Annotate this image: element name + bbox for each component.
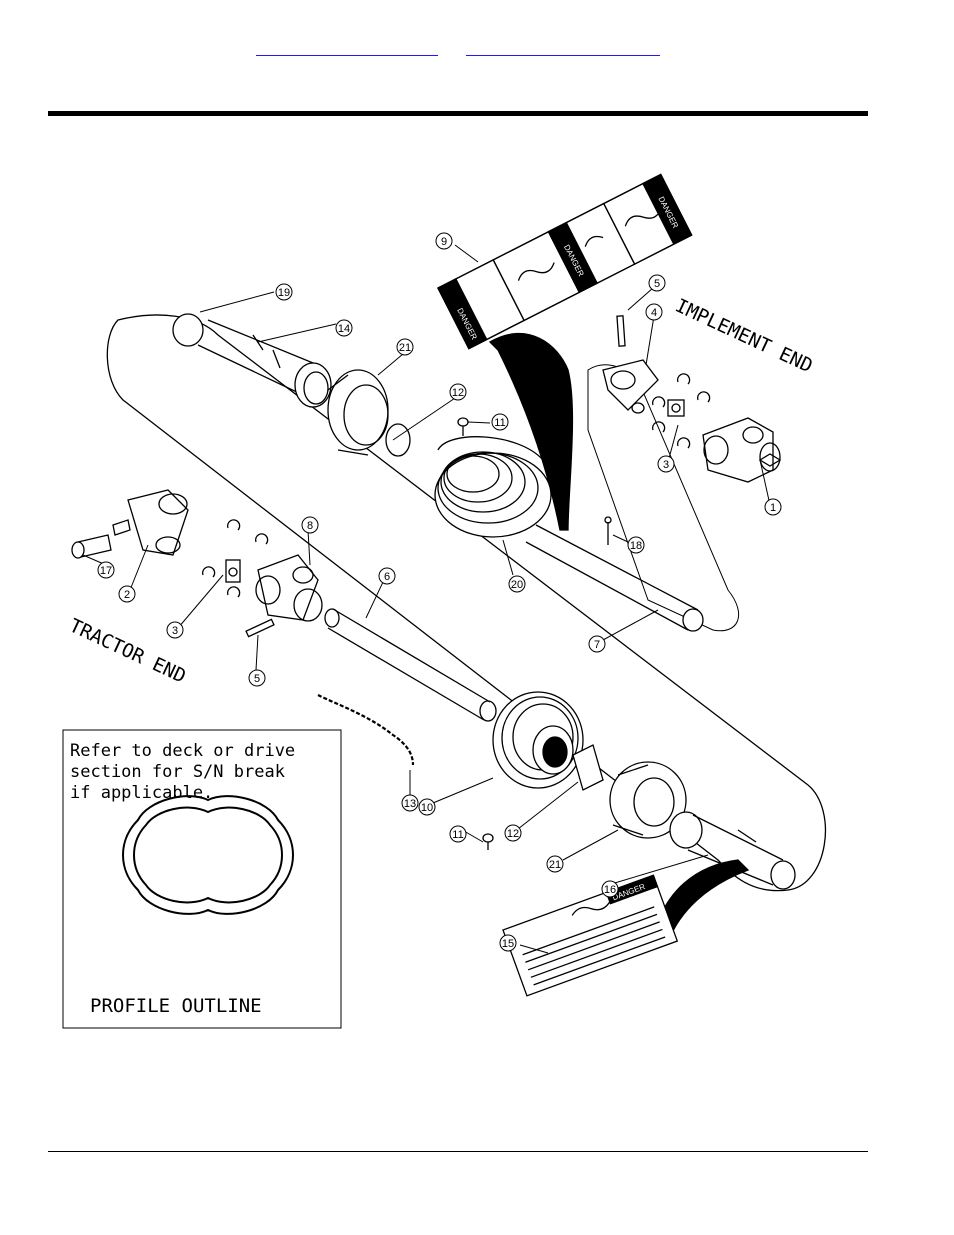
callout-number: 16 xyxy=(604,884,616,896)
note-box xyxy=(62,729,342,1029)
inner-tube-6 xyxy=(324,608,497,722)
callout-number: 21 xyxy=(549,859,561,871)
callout-circle xyxy=(657,455,675,473)
callout-circle xyxy=(166,621,184,639)
callout-circle xyxy=(627,536,645,554)
callout-circle xyxy=(648,274,666,292)
bellows-10-lower xyxy=(492,691,584,789)
callout-circle xyxy=(504,824,522,842)
grease-zerk-18 xyxy=(604,516,612,545)
callout-circle xyxy=(335,319,353,337)
callout-circle xyxy=(396,338,414,356)
callout-circle xyxy=(588,635,606,653)
callout-circle xyxy=(418,798,436,816)
callout-circle xyxy=(499,934,517,952)
callout-number: 3 xyxy=(663,459,669,471)
bearing-21-lower xyxy=(609,761,687,839)
callout-number: 5 xyxy=(254,673,260,685)
callout-number: 1 xyxy=(770,502,776,514)
callout-circle xyxy=(491,413,509,431)
implement-end-label: IMPLEMENT END xyxy=(672,295,816,378)
callout-circle xyxy=(97,561,115,579)
ring-12-lower xyxy=(572,744,604,791)
callout-circle xyxy=(449,383,467,401)
bellows-cone-20 xyxy=(434,436,552,538)
callout-number: 12 xyxy=(452,387,464,399)
callout-circle xyxy=(508,575,526,593)
note-line-3: if applicable. xyxy=(70,783,213,803)
yoke-1 xyxy=(702,417,782,483)
danger-decal-9: DANGER DANGER DANGER xyxy=(437,173,693,350)
callout-number: 5 xyxy=(654,278,660,290)
note-line-1: Refer to deck or drive xyxy=(70,741,295,761)
driveline-exploded-diagram: DANGER DANGER DANGER xyxy=(48,170,838,1040)
safety-chain-13 xyxy=(317,694,415,766)
callout-number: 14 xyxy=(338,323,350,335)
profile-outline-label: PROFILE OUTLINE xyxy=(90,995,262,1017)
callout-number: 9 xyxy=(441,236,447,248)
callout-number: 6 xyxy=(384,571,390,583)
callout-number: 2 xyxy=(124,589,130,601)
callout-circle xyxy=(118,585,136,603)
callout-number: 18 xyxy=(630,540,642,552)
yoke-2 xyxy=(127,489,189,556)
header-rule xyxy=(48,111,868,116)
callout-number: 10 xyxy=(421,802,433,814)
bearing-21-upper xyxy=(327,369,389,456)
callout-number: 20 xyxy=(511,579,523,591)
callout-number: 4 xyxy=(651,307,657,319)
callout-circle xyxy=(546,855,564,873)
implement-envelope xyxy=(587,364,740,632)
callout-number: 8 xyxy=(307,520,313,532)
callout-number: 3 xyxy=(172,625,178,637)
callout-number: 7 xyxy=(594,639,600,651)
yoke-4 xyxy=(602,359,659,414)
profile-outline-shape xyxy=(122,795,294,915)
callout-number: 17 xyxy=(100,565,112,577)
callout-number: 13 xyxy=(404,798,416,810)
callout-circle xyxy=(601,880,619,898)
callout-circle xyxy=(378,567,396,585)
inner-tube-7 xyxy=(525,524,704,632)
cross-kit-3-upper xyxy=(651,373,711,449)
callout-circle xyxy=(248,669,266,687)
ring-12-upper xyxy=(385,423,411,457)
roll-pin-5-upper xyxy=(616,315,626,347)
footer-rule xyxy=(48,1151,868,1152)
callout-number: 21 xyxy=(399,342,411,354)
callout-number: 11 xyxy=(494,417,505,429)
callout-circle xyxy=(645,303,663,321)
outer-tube-14 xyxy=(172,313,332,408)
cross-kit-3-lower xyxy=(201,519,269,598)
callout-number: 15 xyxy=(502,938,514,950)
outer-tube-16 xyxy=(669,811,796,890)
callout-number: 19 xyxy=(278,287,290,299)
roll-pin-5-lower xyxy=(245,618,275,638)
callout-circle xyxy=(449,825,467,843)
spring-pin-17 xyxy=(71,519,131,559)
arrow-decal-9 xyxy=(488,332,574,531)
nav-link-2[interactable] xyxy=(466,39,660,56)
warning-decal-15: DANGER xyxy=(502,874,679,997)
screw-11-upper xyxy=(457,417,469,436)
callout-number: 12 xyxy=(507,828,519,840)
callout-circle xyxy=(764,498,782,516)
nav-link-1[interactable] xyxy=(256,39,438,56)
callout-circle xyxy=(435,232,453,250)
yoke-8 xyxy=(255,554,323,622)
callout-number: 11 xyxy=(452,829,463,841)
callout-circle xyxy=(401,794,419,812)
callout-circle xyxy=(275,283,293,301)
note-line-2: section for S/N break xyxy=(70,762,285,782)
callout-circle xyxy=(301,516,319,534)
screw-11-lower xyxy=(482,833,494,850)
